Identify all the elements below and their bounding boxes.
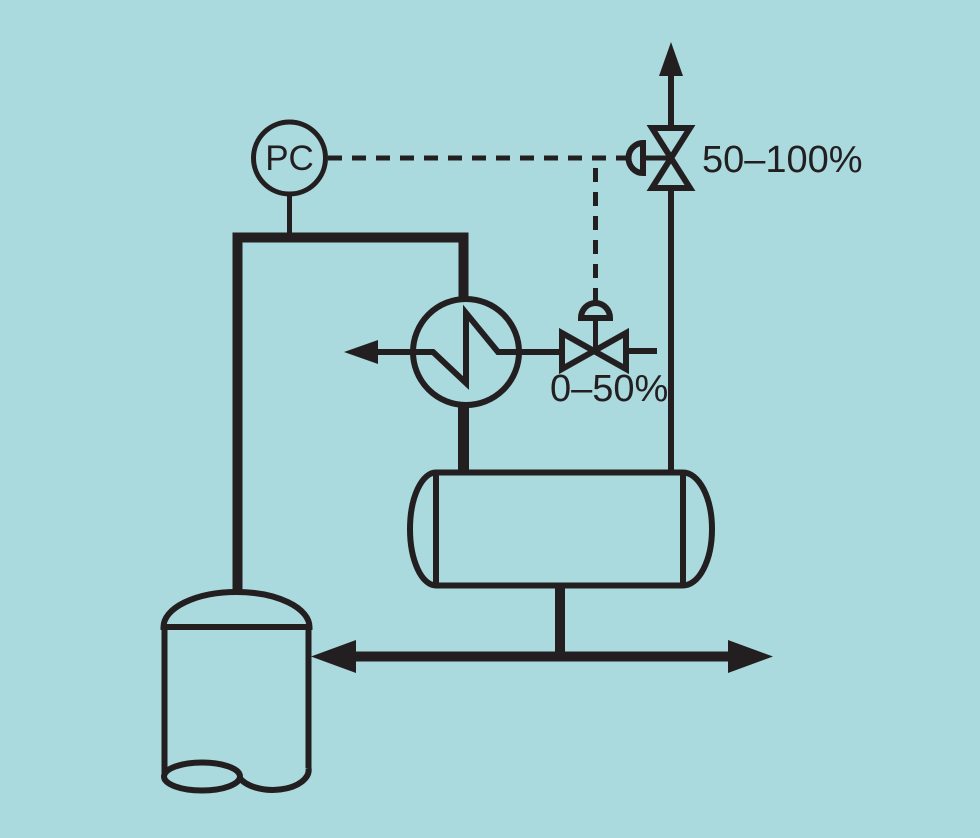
vent-control-valve: 50–100% <box>616 125 863 191</box>
cooling-valve-range-label: 0–50% <box>550 368 668 410</box>
valve-body-right-triangle-icon <box>587 327 629 375</box>
cooling-control-valve: 0–50% <box>550 288 668 410</box>
process-pipes <box>232 232 565 659</box>
vent-branch <box>659 42 683 470</box>
heat-exchanger-tube-zigzag-icon <box>376 304 562 390</box>
pc-instrument-circle-icon <box>251 119 328 197</box>
vessel-domed-top-icon <box>160 589 313 630</box>
diaphragm-actuator-icon <box>577 300 614 321</box>
bottom-product-line <box>311 640 773 673</box>
signal-lines <box>328 155 618 290</box>
heat-exchanger <box>344 296 562 408</box>
coolant-arrow-left-icon <box>344 340 378 364</box>
pressure-controller: PC <box>251 119 328 234</box>
drum-shell-icon <box>407 469 715 589</box>
pc-tag-label: PC <box>265 139 314 178</box>
vent-arrow-up-icon <box>659 42 683 76</box>
vessel-bottom-right-curve <box>236 767 312 793</box>
vessel-bottom-ellipse-icon <box>161 759 243 794</box>
vent-valve-range-label: 50–100% <box>702 139 863 181</box>
pipe-column-to-exchanger <box>232 232 469 594</box>
arrow-right-product-icon <box>728 640 773 673</box>
arrow-left-into-column-icon <box>311 640 356 673</box>
diaphragm-actuator-icon <box>625 139 646 177</box>
column-vessel <box>160 589 313 794</box>
valve-body-top-triangle-icon <box>646 125 696 164</box>
valve-body-left-triangle-icon <box>559 327 601 375</box>
valve-body-bottom-triangle-icon <box>646 152 696 191</box>
horizontal-drum <box>407 469 715 589</box>
